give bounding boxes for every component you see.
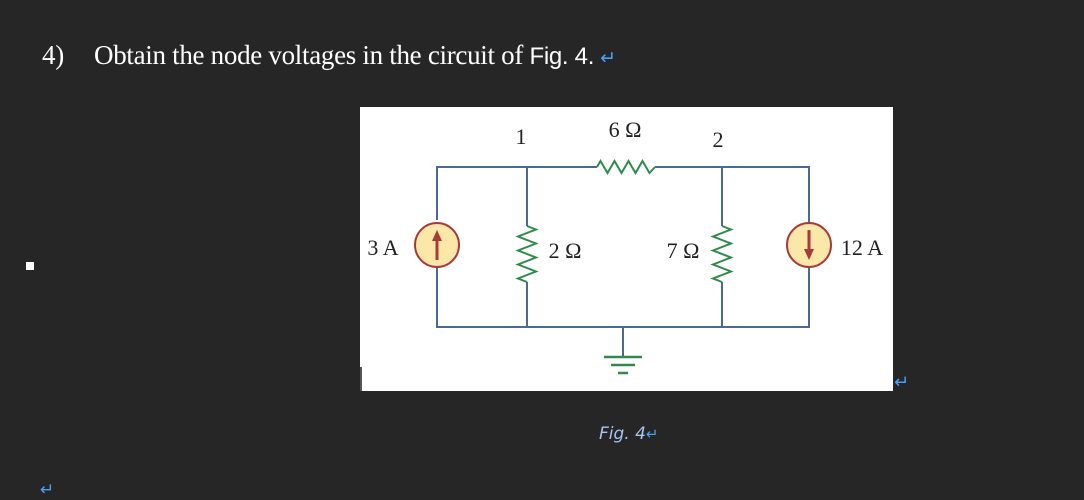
arrow-up-icon — [432, 230, 442, 241]
paragraph-mark-icon: ↵ — [600, 47, 616, 69]
circuit-figure[interactable]: 1 2 6 Ω 2 Ω 7 Ω 3 A 12 A — [360, 107, 893, 391]
figure-caption: Fig. 4↵ — [599, 424, 659, 444]
question-number: 4) — [42, 40, 64, 70]
image-edge — [360, 367, 362, 391]
paragraph-mark-icon: ↵ — [34, 0, 49, 7]
question-figure-ref: Fig. 4. — [529, 43, 595, 70]
wire-top-left — [436, 166, 597, 220]
node-1-label: 1 — [516, 124, 527, 149]
paragraph-mark-icon: ↵ — [894, 372, 910, 393]
paragraph-mark-icon: ↵ — [645, 425, 659, 443]
current-source-12a — [786, 222, 832, 268]
arrow-down-icon — [804, 249, 814, 260]
circuit-diagram: 1 2 6 Ω 2 Ω 7 Ω 3 A 12 A — [367, 117, 883, 375]
current-source-3a — [414, 222, 460, 268]
source-12a-label: 12 A — [841, 235, 883, 260]
paragraph-mark-icon: ↵ — [40, 480, 55, 500]
resistor-2-ohm-label: 2 Ω — [549, 238, 582, 263]
source-3a-label: 3 A — [367, 235, 398, 260]
resistor-6-ohm-label: 6 Ω — [609, 117, 642, 142]
wire-bottom — [436, 257, 810, 328]
resistor-7-ohm — [710, 225, 734, 283]
node-2-label: 2 — [713, 127, 724, 152]
question-text: Obtain the node voltages in the circuit … — [94, 40, 530, 70]
resistor-6-ohm — [596, 159, 656, 175]
resistor-2-ohm — [515, 225, 539, 283]
question-line: 4) Obtain the node voltages in the circui… — [42, 40, 616, 71]
wire-top-right — [655, 166, 810, 234]
caption-text: Fig. 4 — [599, 424, 646, 444]
resistor-7-ohm-label: 7 Ω — [667, 238, 700, 263]
bullet-marker — [26, 262, 34, 270]
